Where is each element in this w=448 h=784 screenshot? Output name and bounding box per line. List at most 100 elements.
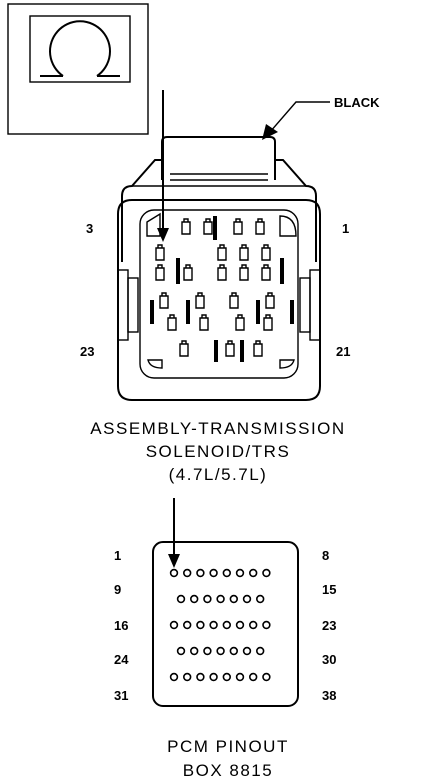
connector-rib bbox=[213, 216, 217, 240]
pcm-pin bbox=[222, 672, 232, 682]
connector-pin-label-1: 1 bbox=[342, 221, 349, 236]
pcm-pin-rows bbox=[169, 568, 271, 682]
connector-terminals bbox=[150, 216, 294, 362]
connector-terminal bbox=[235, 314, 245, 331]
pcm-pin bbox=[249, 568, 258, 578]
connector-rib bbox=[176, 258, 180, 284]
connector-terminal bbox=[179, 340, 189, 357]
connector-title-line-1: ASSEMBLY-TRANSMISSION bbox=[90, 419, 345, 438]
pcm-pointer-arrow bbox=[168, 498, 180, 568]
pcm-pin bbox=[183, 672, 192, 682]
connector-terminal bbox=[181, 218, 191, 235]
pcm-pin bbox=[176, 646, 186, 656]
pcm-pin bbox=[209, 568, 218, 578]
pcm-pin bbox=[235, 568, 245, 578]
connector-title-line-3: (4.7L/5.7L) bbox=[169, 465, 268, 484]
pcm-row-label-right: 38 bbox=[322, 688, 336, 703]
pcm-pin bbox=[169, 620, 179, 630]
connector-body bbox=[117, 136, 321, 401]
pcm-pin bbox=[190, 594, 199, 604]
connector-terminal bbox=[233, 218, 243, 235]
pcm-row-label-left: 16 bbox=[114, 618, 128, 633]
pcm-pinout-box bbox=[152, 541, 299, 707]
pcm-pin bbox=[183, 620, 192, 630]
connector-rib bbox=[240, 340, 244, 362]
connector-pin-label-23: 23 bbox=[80, 344, 94, 359]
pcm-pin bbox=[176, 594, 186, 604]
pcm-pin bbox=[242, 594, 252, 604]
connector-terminal bbox=[225, 340, 235, 357]
connector-terminal bbox=[255, 218, 265, 235]
pcm-row-label-left: 9 bbox=[114, 582, 121, 597]
connector-terminal bbox=[261, 244, 271, 261]
pcm-row-label-right: 23 bbox=[322, 618, 336, 633]
connector-title: ASSEMBLY-TRANSMISSION SOLENOID/TRS (4.7L… bbox=[90, 419, 345, 484]
connector-terminal bbox=[253, 340, 263, 357]
pcm-pin bbox=[209, 672, 218, 682]
pcm-pin bbox=[262, 620, 271, 630]
pcm-pin bbox=[262, 568, 271, 578]
pcm-pin bbox=[203, 646, 212, 656]
pcm-pin bbox=[229, 594, 239, 604]
connector-terminal bbox=[195, 292, 205, 309]
pcm-row-label-left: 1 bbox=[114, 548, 121, 563]
pcm-pin bbox=[196, 620, 205, 630]
connector-rib bbox=[290, 300, 294, 324]
pcm-pin bbox=[262, 672, 271, 682]
pcm-row-label-left: 24 bbox=[114, 652, 129, 667]
connector-terminal bbox=[229, 292, 239, 309]
connector-terminal bbox=[261, 264, 271, 281]
connector-terminal bbox=[239, 244, 249, 261]
connector-rib bbox=[150, 300, 154, 324]
connector-terminal bbox=[239, 264, 249, 281]
connector-terminal bbox=[217, 264, 227, 281]
connector-rib bbox=[256, 300, 260, 324]
connector-terminal bbox=[159, 292, 169, 309]
connector-rib bbox=[186, 300, 190, 324]
view-indicator bbox=[7, 3, 149, 135]
connector-terminal bbox=[265, 292, 275, 309]
pcm-pin bbox=[235, 672, 245, 682]
pcm-pin bbox=[203, 594, 212, 604]
pcm-row-label-left: 31 bbox=[114, 688, 128, 703]
pcm-pin bbox=[256, 646, 265, 656]
pcm-pin bbox=[209, 620, 218, 630]
pcm-pin bbox=[222, 568, 232, 578]
arrow-icon bbox=[168, 554, 180, 568]
connector-terminal bbox=[217, 244, 227, 261]
pcm-row-label-right: 15 bbox=[322, 582, 336, 597]
pcm-pin bbox=[169, 568, 179, 578]
connector-terminal bbox=[199, 314, 209, 331]
connector-terminal bbox=[203, 218, 213, 235]
pcm-title-line-2: BOX 8815 bbox=[183, 761, 273, 780]
pcm-pin bbox=[249, 672, 258, 682]
circle-view-icon bbox=[40, 20, 120, 77]
pcm-title-line-1: PCM PINOUT bbox=[167, 737, 289, 756]
pcm-pin bbox=[235, 620, 245, 630]
connector-terminal bbox=[183, 264, 193, 281]
connector-terminal bbox=[155, 264, 165, 281]
pcm-pin bbox=[183, 568, 192, 578]
pcm-title: PCM PINOUT BOX 8815 bbox=[167, 737, 289, 780]
pcm-pin bbox=[169, 672, 179, 682]
connector-terminal bbox=[263, 314, 273, 331]
connector-terminal bbox=[167, 314, 177, 331]
pcm-pin bbox=[190, 646, 199, 656]
pcm-pin bbox=[242, 646, 252, 656]
connector-rib bbox=[280, 258, 284, 284]
connector-title-line-2: SOLENOID/TRS bbox=[146, 442, 291, 461]
connector-pin-label-21: 21 bbox=[336, 344, 350, 359]
arrow-icon bbox=[157, 228, 169, 242]
pcm-pin bbox=[196, 672, 205, 682]
pcm-pin bbox=[229, 646, 239, 656]
black-callout-label: BLACK bbox=[334, 95, 380, 110]
connector-terminal bbox=[155, 244, 165, 261]
pcm-pin bbox=[196, 568, 205, 578]
pcm-row-label-right: 30 bbox=[322, 652, 336, 667]
pcm-pin bbox=[256, 594, 265, 604]
black-callout: BLACK bbox=[262, 95, 380, 140]
pcm-row-label-right: 8 bbox=[322, 548, 329, 563]
connector-pin-label-3: 3 bbox=[86, 221, 93, 236]
pcm-pin bbox=[222, 620, 232, 630]
